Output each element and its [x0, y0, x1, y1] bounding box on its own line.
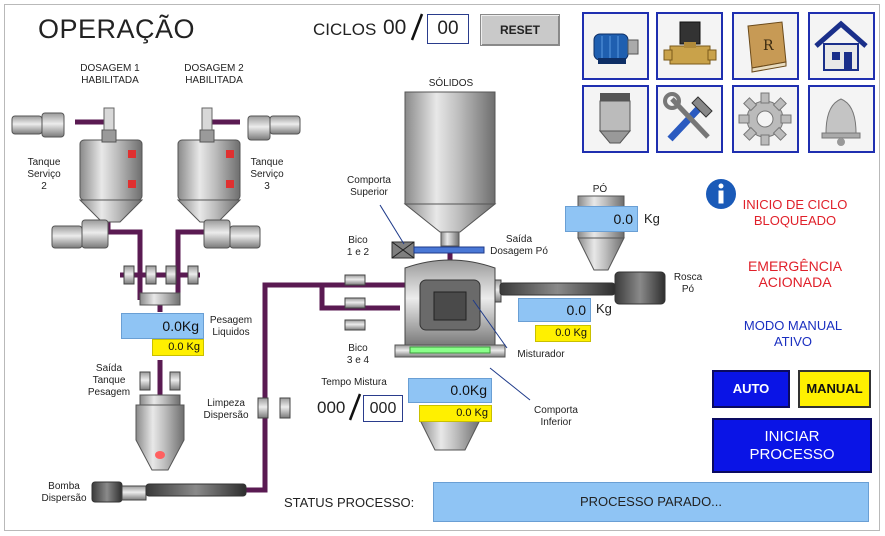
gear-icon — [738, 92, 792, 146]
modo-manual-message: MODO MANUAL ATIVO — [743, 318, 843, 349]
iniciar-processo-button[interactable]: INICIAR PROCESSO — [712, 418, 872, 473]
service-tank-3 — [176, 107, 242, 223]
dosagem-1-label: DOSAGEM 1 HABILITADA — [80, 63, 140, 86]
valve-button[interactable] — [656, 12, 723, 80]
tempo-target-input[interactable]: 000 — [363, 395, 403, 422]
dispersion-pump — [91, 481, 247, 503]
rosca-value: 0.0 — [518, 298, 591, 322]
cycles-current: 00 — [383, 16, 407, 39]
tempo-current: 000 — [317, 398, 346, 417]
solids-hopper — [403, 91, 497, 247]
recipe-book-icon: R — [747, 21, 787, 73]
settings-button[interactable] — [732, 85, 799, 153]
recipe-button[interactable]: R — [732, 12, 799, 80]
weighing-vessel — [135, 292, 185, 471]
misturador-label: Misturador — [517, 349, 565, 360]
bell-icon — [821, 98, 861, 146]
tools-button[interactable] — [656, 85, 723, 153]
comporta-inferior-label: Comporta Inferior — [534, 405, 578, 428]
rosca-unit: Kg — [596, 301, 612, 316]
powder-hopper — [499, 195, 666, 305]
po-label: PÓ — [592, 184, 608, 195]
rosca-po-label: Rosca Pó — [673, 272, 703, 295]
tanque-3-label: Tanque Serviço 3 — [250, 157, 284, 192]
po-unit: Kg — [644, 211, 660, 226]
motor-button[interactable] — [582, 12, 649, 80]
svg-text:R: R — [763, 38, 774, 54]
status-value: PROCESSO PARADO... — [433, 482, 869, 522]
tempo-slash — [347, 392, 363, 422]
mixer — [394, 259, 531, 451]
solidos-label: SÓLIDOS — [428, 78, 474, 89]
screen-frame — [4, 4, 880, 531]
auto-button[interactable]: AUTO — [712, 370, 790, 408]
motor-icon — [593, 33, 639, 64]
tempo-mistura-label: Tempo Mistura — [321, 377, 387, 388]
bico-3-4-label: Bico 3 e 4 — [346, 343, 370, 366]
status-label: STATUS PROCESSO: — [284, 495, 415, 510]
manual-button[interactable]: MANUAL — [798, 370, 871, 408]
pesagem-liquidos-value: 0.0Kg — [121, 313, 204, 339]
po-value: 0.0 — [565, 206, 638, 232]
service-tank-2 — [78, 107, 144, 223]
home-button[interactable] — [808, 12, 875, 80]
cycles-label: CICLOS — [313, 20, 377, 39]
mixer-sub: 0.0 Kg — [419, 405, 492, 422]
limpeza-label: Limpeza Dispersão — [203, 398, 249, 421]
tools-icon — [663, 92, 713, 142]
inicio-ciclo-message: INICIO DE CICLO BLOQUEADO — [742, 197, 848, 228]
pesagem-liquidos-sub: 0.0 Kg — [152, 339, 204, 356]
silo-icon — [598, 93, 632, 144]
bomba-label: Bomba Dispersão — [41, 481, 87, 504]
emergencia-message: EMERGÊNCIA ACIONADA — [747, 258, 843, 290]
valve-icon — [663, 21, 717, 65]
alarm-button[interactable] — [808, 85, 875, 153]
reset-button[interactable]: RESET — [480, 14, 560, 46]
silo-button[interactable] — [582, 85, 649, 153]
tanque-2-label: Tanque Serviço 2 — [27, 157, 61, 192]
home-icon — [814, 20, 868, 71]
pesagem-liquidos-label: Pesagem Liquidos — [209, 315, 253, 338]
rosca-sub: 0.0 Kg — [535, 325, 591, 342]
saida-tanque-label: Saída Tanque Pesagem — [87, 363, 131, 398]
comporta-superior-label: Comporta Superior — [347, 175, 391, 198]
saida-dosagem-po-label: Saída Dosagem Pó — [490, 234, 548, 257]
mixer-value: 0.0Kg — [408, 378, 492, 403]
upper-gate — [379, 204, 485, 259]
tank-pumps — [11, 112, 301, 249]
page-title: OPERAÇÃO — [38, 14, 196, 44]
info-icon — [705, 178, 737, 210]
slash-divider — [409, 12, 425, 42]
cycles-target-input[interactable]: 00 — [427, 14, 469, 44]
bico-1-2-label: Bico 1 e 2 — [346, 235, 370, 258]
valves — [123, 265, 502, 419]
dosagem-2-label: DOSAGEM 2 HABILITADA — [184, 63, 244, 86]
